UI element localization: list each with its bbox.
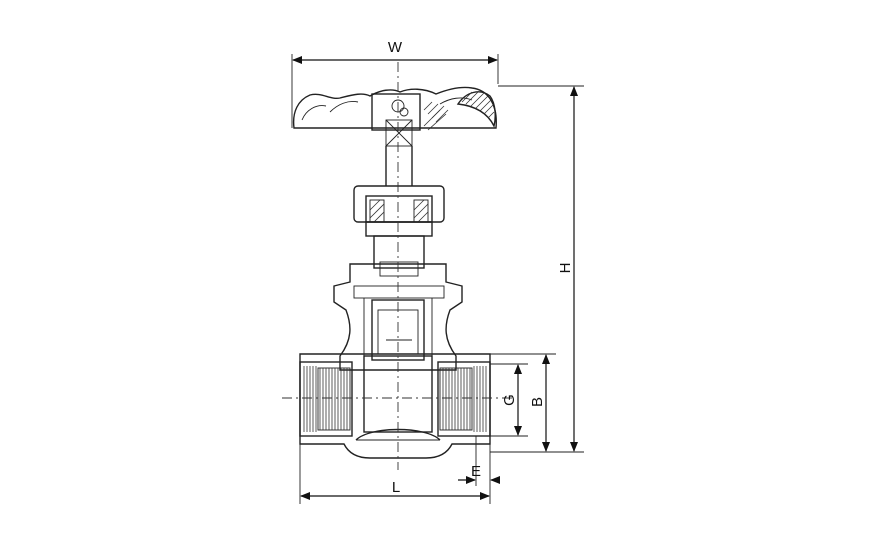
packing-nut xyxy=(353,185,445,277)
valve-body xyxy=(299,263,491,459)
dimension-H: H xyxy=(557,86,578,452)
centerlines xyxy=(282,62,512,470)
label-G: G xyxy=(501,394,518,406)
label-E: E xyxy=(471,463,481,480)
left-thread xyxy=(303,366,348,432)
label-L: L xyxy=(392,479,400,496)
handwheel xyxy=(292,86,497,147)
label-B: B xyxy=(529,397,546,407)
right-thread xyxy=(442,366,487,432)
dimension-E: E xyxy=(458,463,500,484)
dimension-W: W xyxy=(292,39,498,64)
label-W: W xyxy=(388,39,403,56)
dimension-L: L xyxy=(300,479,490,500)
label-H: H xyxy=(557,263,574,274)
stem xyxy=(385,146,413,186)
dimension-B: B xyxy=(529,354,550,452)
dimension-G: G xyxy=(501,364,522,436)
